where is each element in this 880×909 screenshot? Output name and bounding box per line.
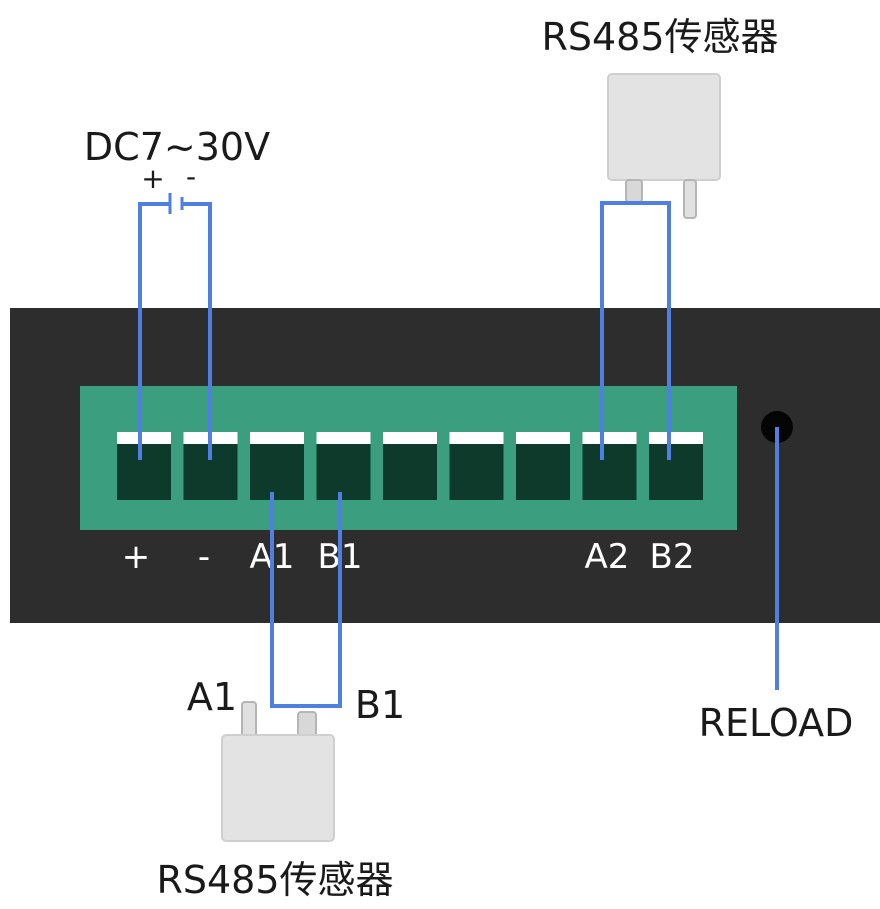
reload-label: RELOAD [699,701,854,745]
sensor-bottom-icon [221,701,335,842]
power-label: DC7~30V [84,125,270,169]
power-minus-wire [182,202,212,460]
sensor-top-label: RS485传感器 [541,15,778,59]
terminal-labels: + - A1 B1 A2 B2 [122,537,695,577]
terminal-slot-body [649,444,703,500]
terminal-slot-body [383,444,437,500]
terminal-slot [516,432,570,500]
terminal-label-b2: B2 [650,537,695,577]
terminal-slot-body [582,444,637,500]
terminal-slot [649,432,703,500]
sensor-bottom-a1-wire [270,492,308,708]
terminal-slot [117,432,171,500]
terminal-slot-top [117,432,171,444]
terminal-slot-body [316,444,371,500]
terminal-slot-body [449,444,504,500]
terminal-slot-top [449,432,504,444]
terminal-slot [582,432,637,500]
terminal-label-plus: + [122,537,151,577]
terminal-slot [449,432,504,500]
terminal-slot-body [516,444,570,500]
sensor-bottom-label: RS485传感器 [156,858,393,902]
terminal-slot-top [383,432,437,444]
terminal-slot-body [250,444,304,500]
power-minus-label: - [186,160,196,193]
terminal-slot-top [582,432,637,444]
terminal-slot-top [250,432,304,444]
power-plus-wire [138,202,170,460]
terminal-slot [383,432,437,500]
sensor-top-b2-wire [634,201,671,460]
terminal-slot [316,432,371,500]
sensor-bottom-b1-wire [308,492,342,708]
terminal-label-a2: A2 [585,537,630,577]
terminal-slot-top [316,432,371,444]
terminal-slot-top [516,432,570,444]
battery-icon [168,193,184,214]
sensor-bottom-pin-a: A1 [187,675,237,719]
terminal-slot-body [117,444,171,500]
terminal-slot [250,432,304,500]
sensor-bottom-pin-b: B1 [355,683,405,727]
power-plus-label: + [141,162,164,195]
sensor-top-icon [607,73,721,219]
terminal-slots [117,432,703,500]
terminal-label-minus: - [198,537,210,577]
terminal-slot-top [649,432,703,444]
sensor-top-a2-wire [600,201,634,460]
